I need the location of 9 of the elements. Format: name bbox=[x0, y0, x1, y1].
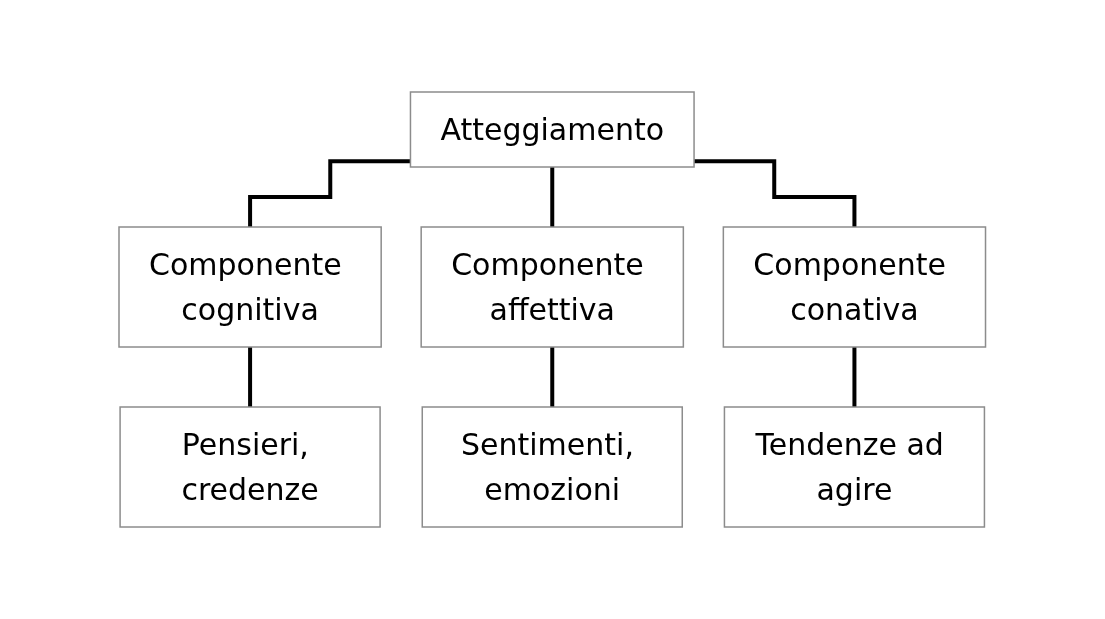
node-box: Sentimenti, emozioni bbox=[421, 406, 684, 528]
connector bbox=[694, 159, 857, 229]
node-box: Atteggiamento bbox=[409, 91, 696, 168]
node-box: Componente cognitiva bbox=[118, 226, 383, 348]
node-box: Componente conativa bbox=[722, 226, 987, 348]
node-box: Pensieri, credenze bbox=[119, 406, 382, 528]
connector bbox=[248, 159, 411, 229]
node-box: Tendenze ad agire bbox=[723, 406, 986, 528]
node-box: Componente affettiva bbox=[420, 226, 685, 348]
